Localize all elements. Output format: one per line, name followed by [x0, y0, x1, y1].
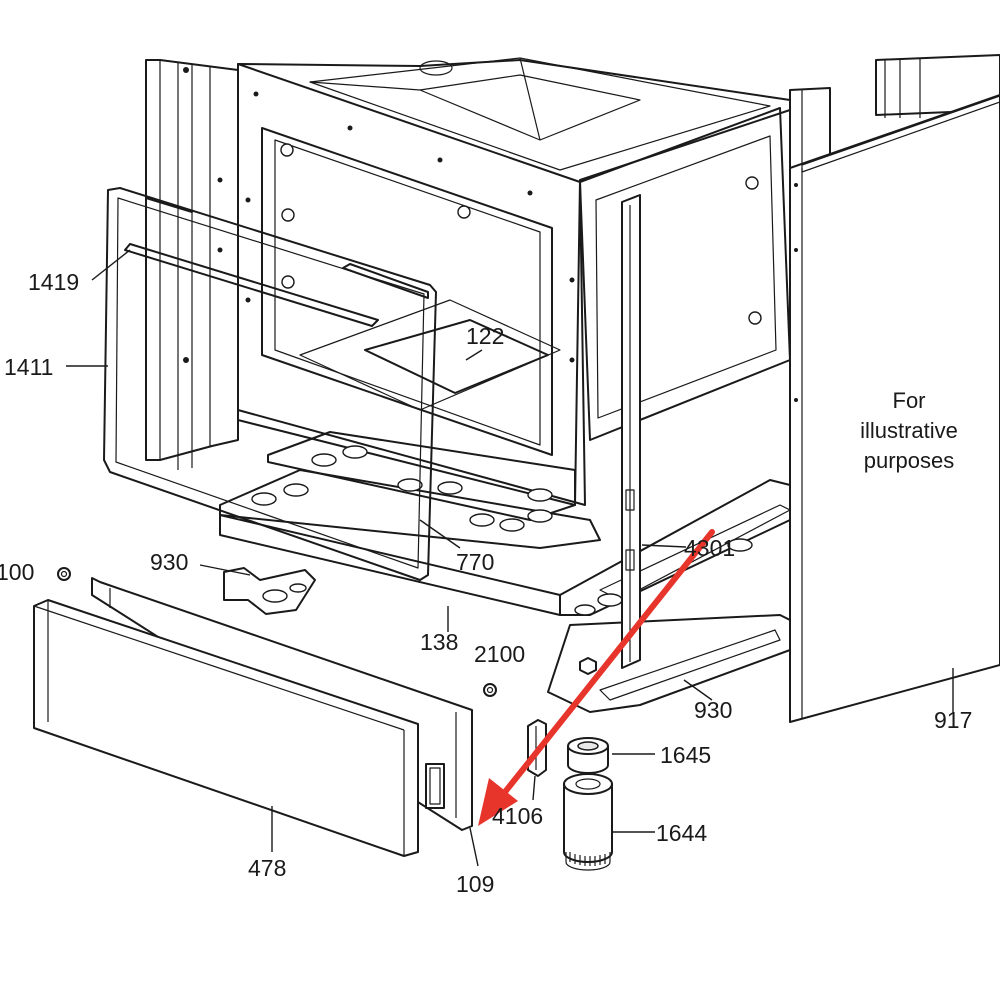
nut-100	[57, 567, 71, 581]
illustrative-note: For illustrative purposes	[860, 388, 958, 473]
label-2100: 2100	[474, 641, 525, 667]
drawer-front-478	[33, 599, 419, 857]
base-plates	[219, 431, 791, 713]
oven-cavity	[237, 57, 791, 506]
bracket-930-left	[223, 567, 316, 615]
callout-labels: 1419 1411 122 100 930 770 4301 138 2100 …	[0, 269, 972, 897]
label-478: 478	[248, 855, 286, 881]
label-4106: 4106	[492, 803, 543, 829]
note-line-2: illustrative	[860, 418, 958, 443]
label-100: 100	[0, 559, 34, 585]
label-109: 109	[456, 871, 494, 897]
label-930-right: 930	[694, 697, 732, 723]
leveler-cap-1645	[567, 737, 609, 774]
label-1419: 1419	[28, 269, 79, 295]
label-1644: 1644	[656, 820, 707, 846]
note-line-1: For	[893, 388, 926, 413]
label-122: 122	[466, 323, 504, 349]
door-seal-frame	[103, 187, 437, 581]
label-930-left: 930	[150, 549, 188, 575]
leader-lines	[66, 249, 954, 867]
label-1411: 1411	[4, 354, 53, 380]
label-138: 138	[420, 629, 458, 655]
screw-2100	[483, 683, 497, 697]
note-line-3: purposes	[864, 448, 955, 473]
side-panel-917	[789, 94, 1000, 723]
highlight-arrow	[478, 529, 715, 826]
hex-bolt	[579, 657, 597, 675]
label-4301: 4301	[684, 535, 735, 561]
label-917: 917	[934, 707, 972, 733]
label-770: 770	[456, 549, 494, 575]
cabinet-left-side	[145, 59, 239, 470]
vertical-strip-4301	[621, 194, 641, 669]
drawer-box	[91, 577, 473, 831]
label-1645: 1645	[660, 742, 711, 768]
leveler-leg-1644	[563, 773, 613, 871]
